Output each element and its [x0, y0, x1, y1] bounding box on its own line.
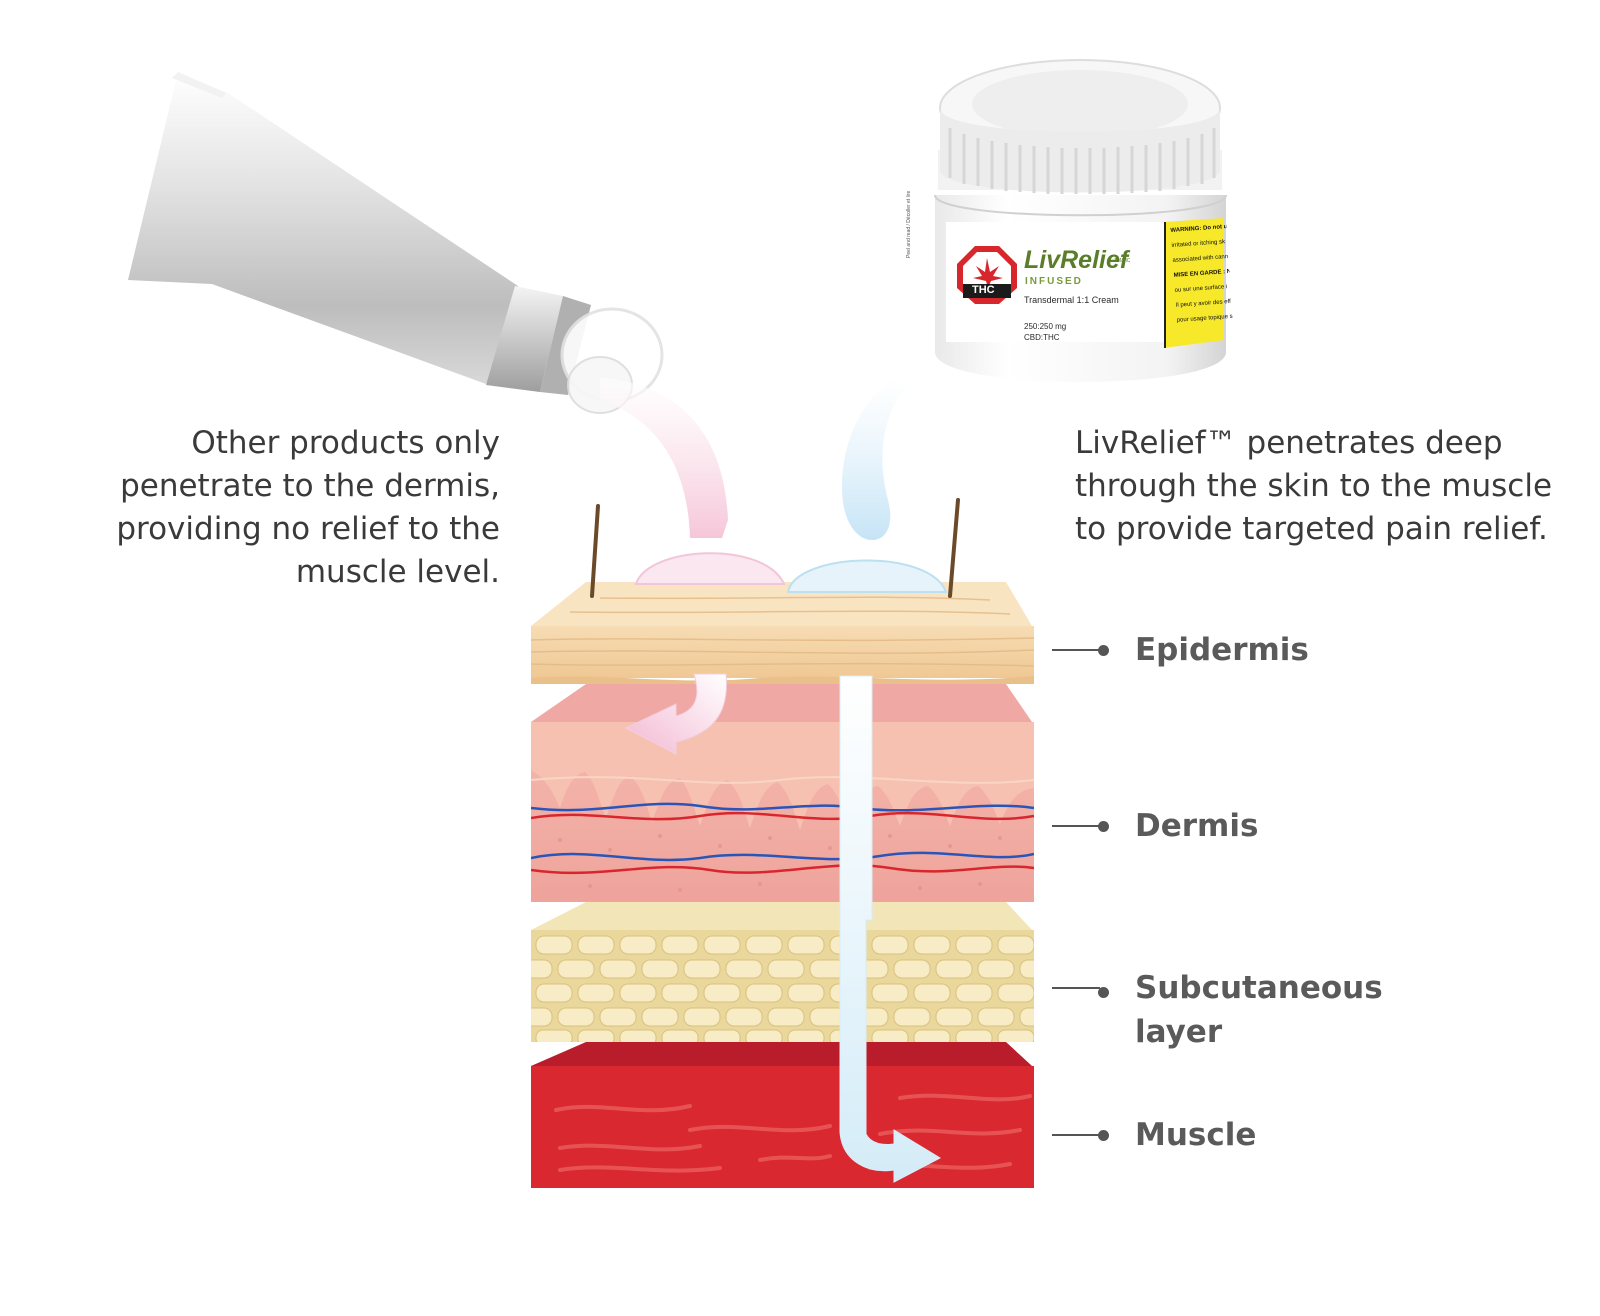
caption-line: LivRelief™ penetrates deep	[1075, 425, 1503, 461]
leader-line	[1052, 987, 1100, 989]
blue-cream-stream	[842, 378, 905, 540]
pink-penetration-arrow	[624, 673, 728, 755]
label-subcutaneous: Subcutaneous layer	[1052, 966, 1383, 1054]
leader-dot	[1098, 644, 1109, 656]
livrelief-jar	[934, 59, 1227, 382]
leader-line	[1052, 649, 1100, 651]
jar-trademark: TM/MC	[1114, 258, 1131, 264]
label-text-line: layer	[1135, 1014, 1223, 1050]
dermis-layer	[531, 684, 1034, 902]
thc-badge-icon	[957, 246, 1017, 304]
blue-penetration-arrow	[839, 675, 942, 1183]
jar-infused: INFUSED	[1025, 276, 1083, 287]
blue-cream-blob	[786, 559, 948, 593]
leader-dot	[1098, 820, 1109, 832]
jar-product-name: Transdermal 1:1 Cream	[1024, 295, 1119, 305]
label-muscle: Muscle	[1052, 1113, 1256, 1157]
cream-tube	[128, 72, 664, 414]
jar-warning: WARNING: Do not us irritated or itching …	[1170, 220, 1233, 329]
label-text-line: Subcutaneous	[1135, 970, 1383, 1006]
caption-line: through the skin to the muscle	[1075, 468, 1553, 504]
caption-line: penetrate to the dermis,	[120, 468, 500, 504]
label-text: Dermis	[1135, 808, 1259, 844]
label-text: Epidermis	[1135, 632, 1309, 668]
epidermis-layer	[530, 582, 1035, 684]
caption-other-products: Other products only penetrate to the der…	[116, 422, 500, 594]
leader-line	[1052, 825, 1100, 827]
subcutaneous-layer	[531, 902, 1034, 1042]
caption-line: muscle level.	[295, 554, 500, 590]
leader-dot	[1098, 987, 1109, 998]
jar-brand: LivRelief	[1024, 246, 1129, 274]
caption-livrelief: LivRelief™ penetrates deep through the s…	[1075, 422, 1552, 551]
caption-line: providing no relief to the	[116, 511, 500, 547]
jar-side-text: Peel and read / Décoller et lire	[906, 190, 912, 258]
label-text: Subcutaneous layer	[1135, 966, 1383, 1054]
leader-line	[1052, 1134, 1100, 1136]
caption-line: Other products only	[191, 425, 500, 461]
label-epidermis: Epidermis	[1052, 628, 1309, 672]
pink-cream-stream	[600, 378, 728, 538]
leader-dot	[1098, 1129, 1109, 1141]
caption-line: to provide targeted pain relief.	[1075, 511, 1548, 547]
pink-cream-blob	[634, 552, 786, 585]
jar-dose: 250:250 mg	[1024, 322, 1067, 331]
label-text: Muscle	[1135, 1117, 1257, 1153]
jar-ratio: CBD:THC	[1024, 333, 1060, 342]
label-dermis: Dermis	[1052, 804, 1258, 848]
muscle-layer	[531, 1042, 1034, 1188]
thc-badge-label: THC	[972, 284, 995, 296]
